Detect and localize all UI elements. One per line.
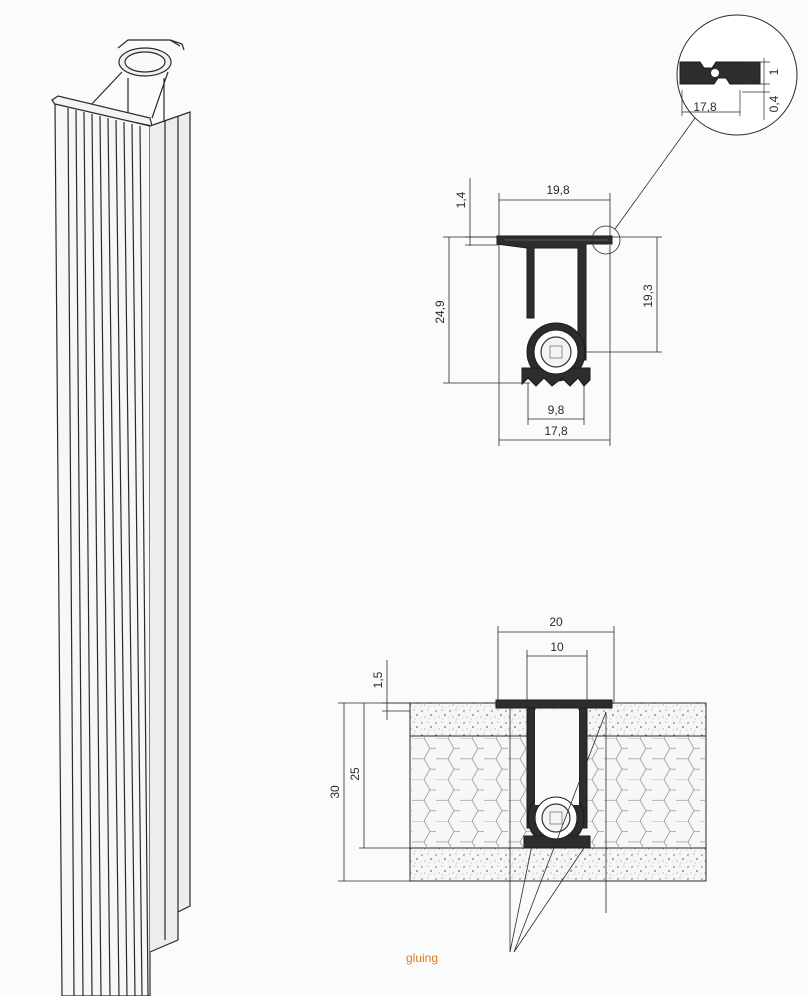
detail-callout <box>676 14 798 136</box>
dim-core: 25 <box>348 767 362 781</box>
dim-bottom-width: 17,8 <box>544 424 568 438</box>
dim-inner-width: 10 <box>550 640 564 654</box>
detail-dim-groove: 0,4 <box>767 95 781 112</box>
bottom-skin <box>409 847 707 882</box>
extrusion-3d-view <box>51 39 191 996</box>
detail-dim-thickness: 1 <box>767 68 781 75</box>
panel-cross-section <box>338 626 707 953</box>
detail-dim-width: 17,8 <box>693 100 717 114</box>
profile-cross-section <box>443 117 696 446</box>
dim-skin: 1,5 <box>371 671 385 688</box>
dim-panel: 30 <box>328 785 342 799</box>
dim-width-top: 19,8 <box>546 183 570 197</box>
dim-flange-thickness: 1,4 <box>454 191 468 208</box>
dim-tube-width: 9,8 <box>548 403 565 417</box>
dim-total-height: 24,9 <box>433 300 447 324</box>
dim-outer-width: 20 <box>549 615 563 629</box>
gluing-label: gluing <box>406 951 438 965</box>
dim-height-to-tube: 19,3 <box>641 284 655 308</box>
